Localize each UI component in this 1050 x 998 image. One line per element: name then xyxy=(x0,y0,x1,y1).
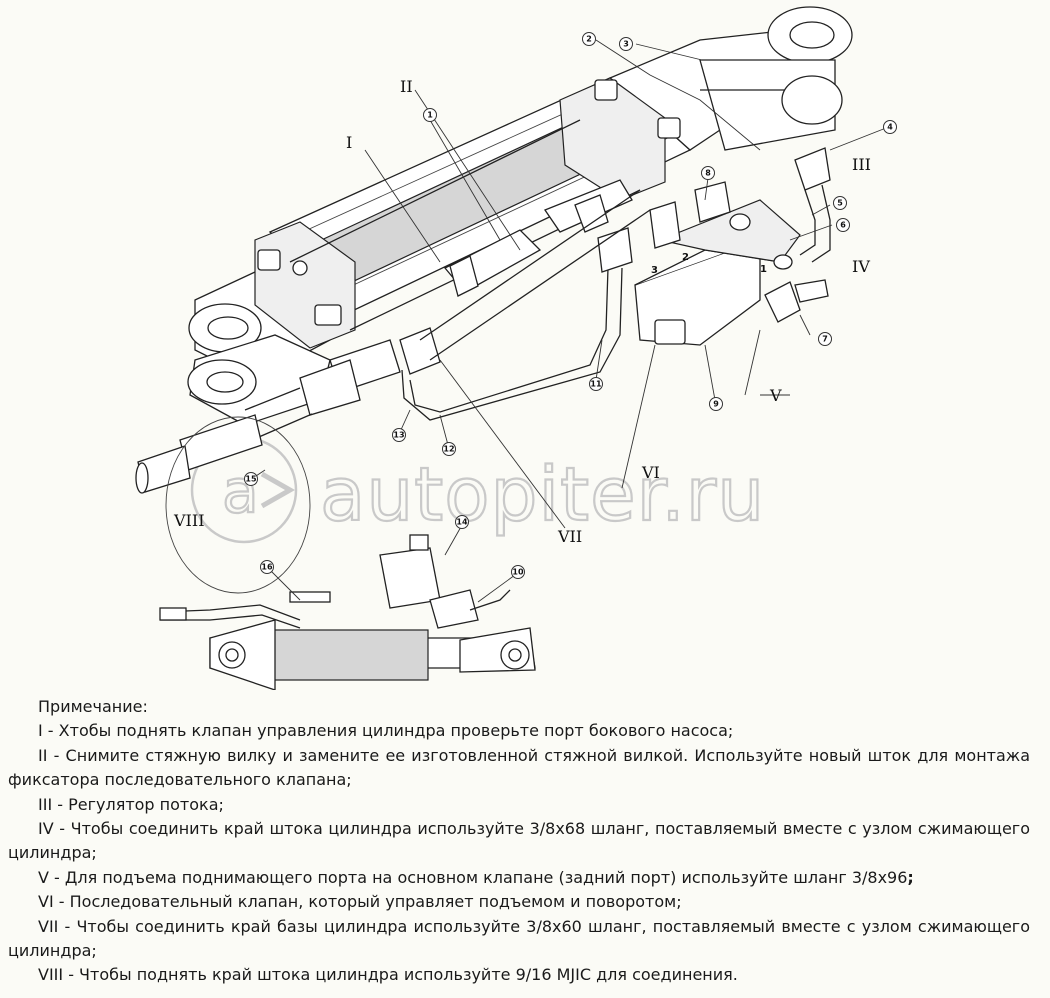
svg-text:15: 15 xyxy=(245,475,257,484)
note-text: Для подъема поднимающего порта на основн… xyxy=(59,867,908,887)
note-VI: VI - Последовательный клапан, который уп… xyxy=(8,890,1030,914)
note-text: Чтобы поднять край штока цилиндра исполь… xyxy=(73,965,738,985)
watermark-text: autopiter.ru xyxy=(320,452,765,538)
note-label: I - xyxy=(38,721,54,741)
note-text: Последовательный клапан, который управля… xyxy=(64,892,682,912)
callout-13: 13 xyxy=(392,428,406,442)
svg-text:4: 4 xyxy=(887,123,893,132)
callout-14: 14 xyxy=(455,515,469,529)
callout-8: 8 xyxy=(701,166,715,180)
svg-text:11: 11 xyxy=(590,380,602,389)
callout-7: 7 xyxy=(818,332,832,346)
note-label: VII - xyxy=(38,916,71,936)
svg-text:8: 8 xyxy=(705,169,711,178)
callout-6: 6 xyxy=(836,218,850,232)
svg-text:3: 3 xyxy=(623,40,629,49)
label-roman-II: II xyxy=(400,77,413,96)
label-roman-V: V xyxy=(769,386,782,405)
note-text: Хтобы поднять клапан управления цилиндра… xyxy=(53,721,734,741)
note-label: V - xyxy=(38,867,60,887)
notes-section: Примечание: I - Хтобы поднять клапан упр… xyxy=(8,695,1030,988)
svg-text:12: 12 xyxy=(443,445,454,454)
note-II: II - Снимите стяжную вилку и замените ее… xyxy=(8,744,1030,793)
label-roman-IV: IV xyxy=(852,257,870,276)
svg-text:14: 14 xyxy=(456,518,468,527)
svg-text:10: 10 xyxy=(512,568,524,577)
note-V: V - Для подъема поднимающего порта на ос… xyxy=(8,866,1030,890)
note-III: III - Регулятор потока; xyxy=(8,793,1030,817)
note-label: IV - xyxy=(38,819,66,839)
note-label: VIII - xyxy=(38,965,74,985)
note-IV: IV - Чтобы соединить край штока цилиндра… xyxy=(8,817,1030,866)
note-text: Снимите стяжную вилку и замените ее изго… xyxy=(8,745,1031,790)
callout-3: 3 xyxy=(619,37,633,51)
barrel-fittings xyxy=(443,179,633,297)
callout-12: 12 xyxy=(442,442,456,456)
label-roman-III: III xyxy=(852,155,871,174)
note-I: I - Хтобы поднять клапан управления цили… xyxy=(8,719,1030,743)
port-label-3: 3 xyxy=(651,265,658,276)
svg-text:16: 16 xyxy=(261,563,273,572)
callout-1: 1 xyxy=(423,108,437,122)
note-text: Регулятор потока; xyxy=(63,794,224,814)
port-label-1: 1 xyxy=(760,264,767,275)
callout-15: 15 xyxy=(244,472,258,486)
port-label-2: 2 xyxy=(682,252,689,263)
watermark: autopiter.ru a xyxy=(190,436,765,544)
main-cylinder xyxy=(187,6,853,426)
label-roman-VI: VI xyxy=(641,463,660,482)
note-label: VI - xyxy=(38,892,65,912)
svg-text:9: 9 xyxy=(713,400,719,409)
notes-heading: Примечание: xyxy=(38,697,148,716)
callout-2: 2 xyxy=(582,32,596,46)
label-roman-VII: VII xyxy=(557,527,582,546)
note-label: II - xyxy=(38,745,60,765)
sequence-valve-block xyxy=(634,147,831,346)
leader-lines xyxy=(249,39,887,603)
hoses xyxy=(135,189,651,494)
lower-assembly xyxy=(159,534,536,690)
svg-text:5: 5 xyxy=(837,199,843,208)
label-roman-VIII: VIII xyxy=(173,511,205,530)
note-text: Чтобы соединить край базы цилиндра испол… xyxy=(8,916,1030,961)
callout-4: 4 xyxy=(883,120,897,134)
svg-text:2: 2 xyxy=(586,35,592,44)
label-roman-I: I xyxy=(346,133,352,152)
svg-text:1: 1 xyxy=(427,111,433,120)
note-text: Чтобы соединить край штока цилиндра испо… xyxy=(8,819,1030,863)
svg-text:7: 7 xyxy=(822,335,828,344)
note-VIII: VIII - Чтобы поднять край штока цилиндра… xyxy=(8,963,1030,987)
note-label: III - xyxy=(38,794,64,814)
callout-10: 10 xyxy=(511,565,525,579)
note-VII: VII - Чтобы соединить край базы цилиндра… xyxy=(8,915,1030,964)
callout-5: 5 xyxy=(833,196,847,210)
note-tail: ; xyxy=(907,867,914,887)
svg-text:13: 13 xyxy=(393,431,404,440)
svg-text:a: a xyxy=(222,457,259,527)
callout-16: 16 xyxy=(260,560,274,574)
hydraulic-cylinder-assembly-diagram: autopiter.ru a xyxy=(135,6,897,690)
detail-oval xyxy=(165,416,311,594)
callout-11: 11 xyxy=(589,377,603,391)
callout-9: 9 xyxy=(709,397,723,411)
svg-text:6: 6 xyxy=(840,221,846,230)
